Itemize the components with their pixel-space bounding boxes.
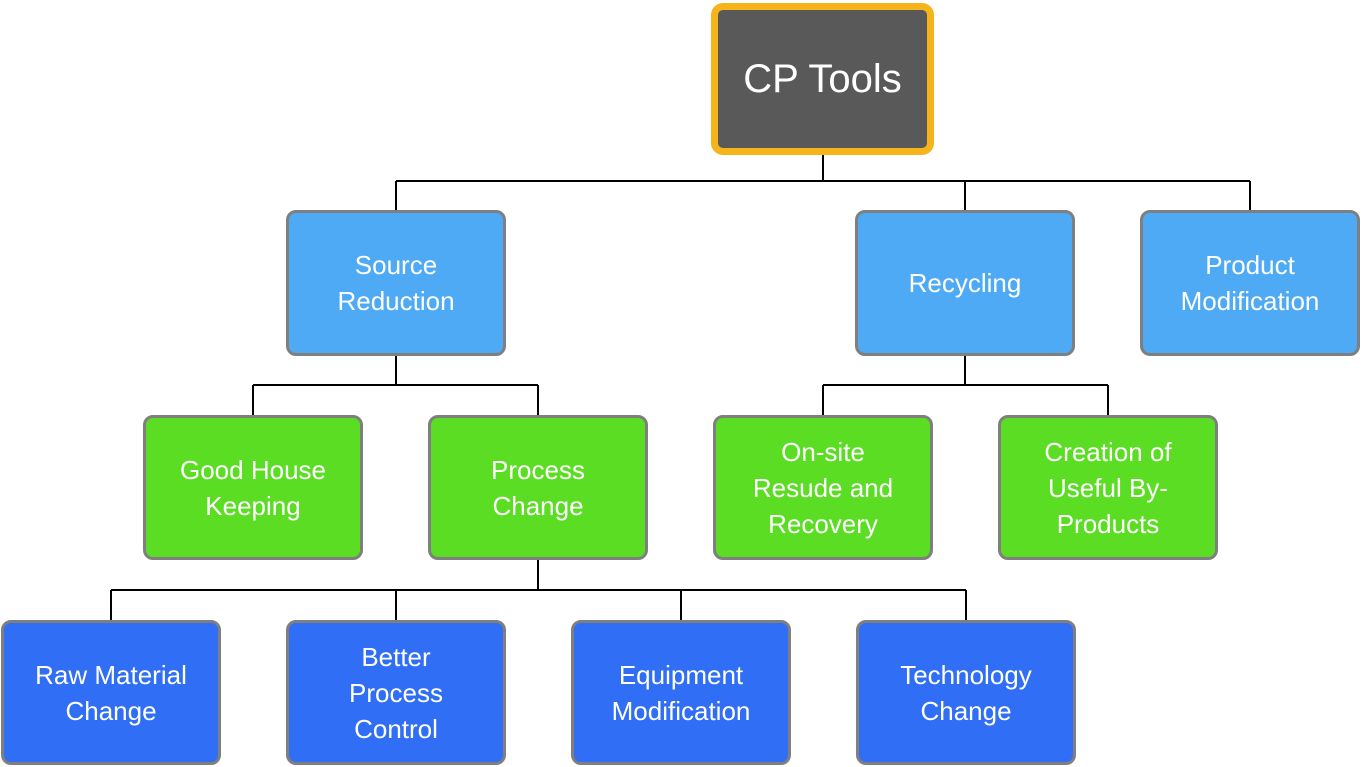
node-label: Product Modification — [1180, 250, 1320, 316]
node-technology-change: Technology Change — [856, 620, 1076, 765]
root-node-cp-tools: CP Tools — [711, 3, 934, 155]
node-process-change: Process Change — [428, 415, 648, 560]
node-good-house-keeping: Good House Keeping — [143, 415, 363, 560]
connector-root — [395, 155, 1251, 210]
node-raw-material-change: Raw Material Change — [1, 620, 221, 765]
node-recycling: Recycling — [855, 210, 1075, 356]
node-label: Process Change — [491, 454, 585, 521]
node-useful-by-products: Creation of Useful By-Products — [998, 415, 1218, 560]
node-label: Equipment Modification — [611, 659, 751, 726]
node-equipment-modification: Equipment Modification — [571, 620, 791, 765]
connector-source-reduction — [252, 356, 539, 415]
node-label: Technology Change — [900, 659, 1032, 726]
node-label: Source Reduction — [337, 250, 455, 316]
node-product-modification: Product Modification — [1140, 210, 1360, 356]
node-label: Creation of Useful By-Products — [1044, 436, 1172, 539]
node-label: Recycling — [908, 268, 1022, 298]
node-onsite-reuse-recovery: On-site Resude and Recovery — [713, 415, 933, 560]
node-label: Good House Keeping — [180, 454, 326, 521]
node-label: Raw Material Change — [35, 659, 187, 726]
node-source-reduction: Source Reduction — [286, 210, 506, 356]
connector-process-change — [110, 560, 967, 620]
node-label: On-site Resude and Recovery — [752, 436, 894, 539]
root-label: CP Tools — [743, 57, 902, 101]
node-label: Better Process Control — [349, 641, 443, 744]
connector-recycling — [822, 356, 1109, 415]
node-better-process-control: Better Process Control — [286, 620, 506, 765]
